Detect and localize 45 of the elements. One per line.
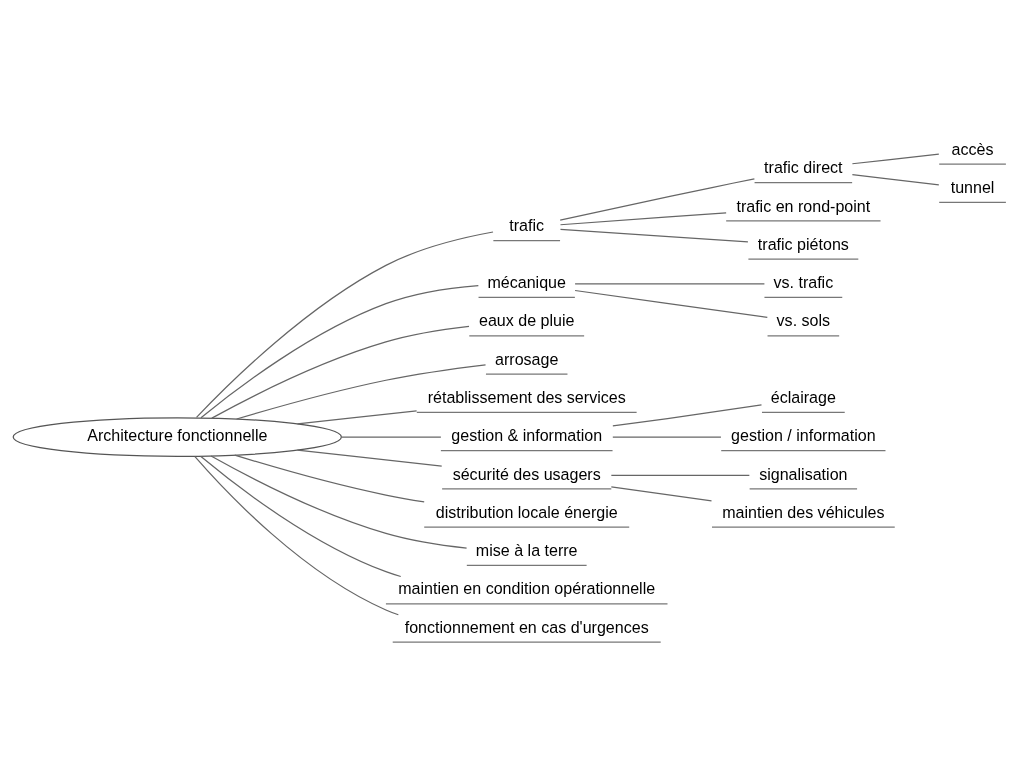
node-text: arrosage (495, 349, 559, 368)
connector (612, 403, 763, 427)
node-text: accès (951, 139, 994, 158)
connector (200, 455, 402, 577)
connector (559, 177, 755, 221)
node-text: rétablissement des services (427, 387, 626, 406)
node-text: gestion & information (451, 425, 603, 444)
node-text: tunnel (950, 177, 995, 196)
connector (612, 435, 722, 438)
node-text: distribution locale énergie (435, 502, 618, 521)
node-text: trafic (509, 215, 545, 234)
connector (559, 228, 749, 243)
node-text: eaux de pluie (478, 310, 575, 329)
node-text: trafic piétons (757, 234, 849, 253)
connector (195, 230, 494, 418)
node-text: trafic direct (764, 157, 843, 176)
node-text: vs. sols (776, 310, 831, 329)
connector (574, 282, 766, 285)
connector (234, 454, 425, 502)
connector (574, 289, 768, 318)
connector (296, 449, 443, 467)
connector (851, 153, 940, 164)
node-text: trafic en rond-point (736, 196, 871, 215)
node-text: signalisation (759, 464, 848, 483)
connector (559, 211, 727, 225)
connector (610, 485, 713, 502)
node-text: gestion / information (731, 425, 876, 444)
node-text: mécanique (487, 272, 566, 291)
connector (610, 474, 750, 476)
connector (200, 284, 479, 418)
connector (341, 435, 442, 438)
node-text: sécurité des usagers (452, 464, 601, 483)
node-text: éclairage (770, 387, 836, 406)
node-text: mise à la terre (475, 540, 578, 559)
connector (851, 173, 940, 186)
node-text: maintien des véhicules (722, 502, 885, 521)
connector (211, 325, 470, 419)
node-ellipse: Architecture fonctionnelle (12, 416, 342, 457)
connector (235, 363, 487, 420)
connector (194, 455, 399, 615)
connector (210, 454, 468, 549)
node-text: maintien en condition opérationnelle (398, 578, 656, 597)
node-text: fonctionnement en cas d'urgences (404, 617, 649, 636)
connector (296, 409, 418, 425)
node-text: vs. trafic (773, 272, 834, 291)
